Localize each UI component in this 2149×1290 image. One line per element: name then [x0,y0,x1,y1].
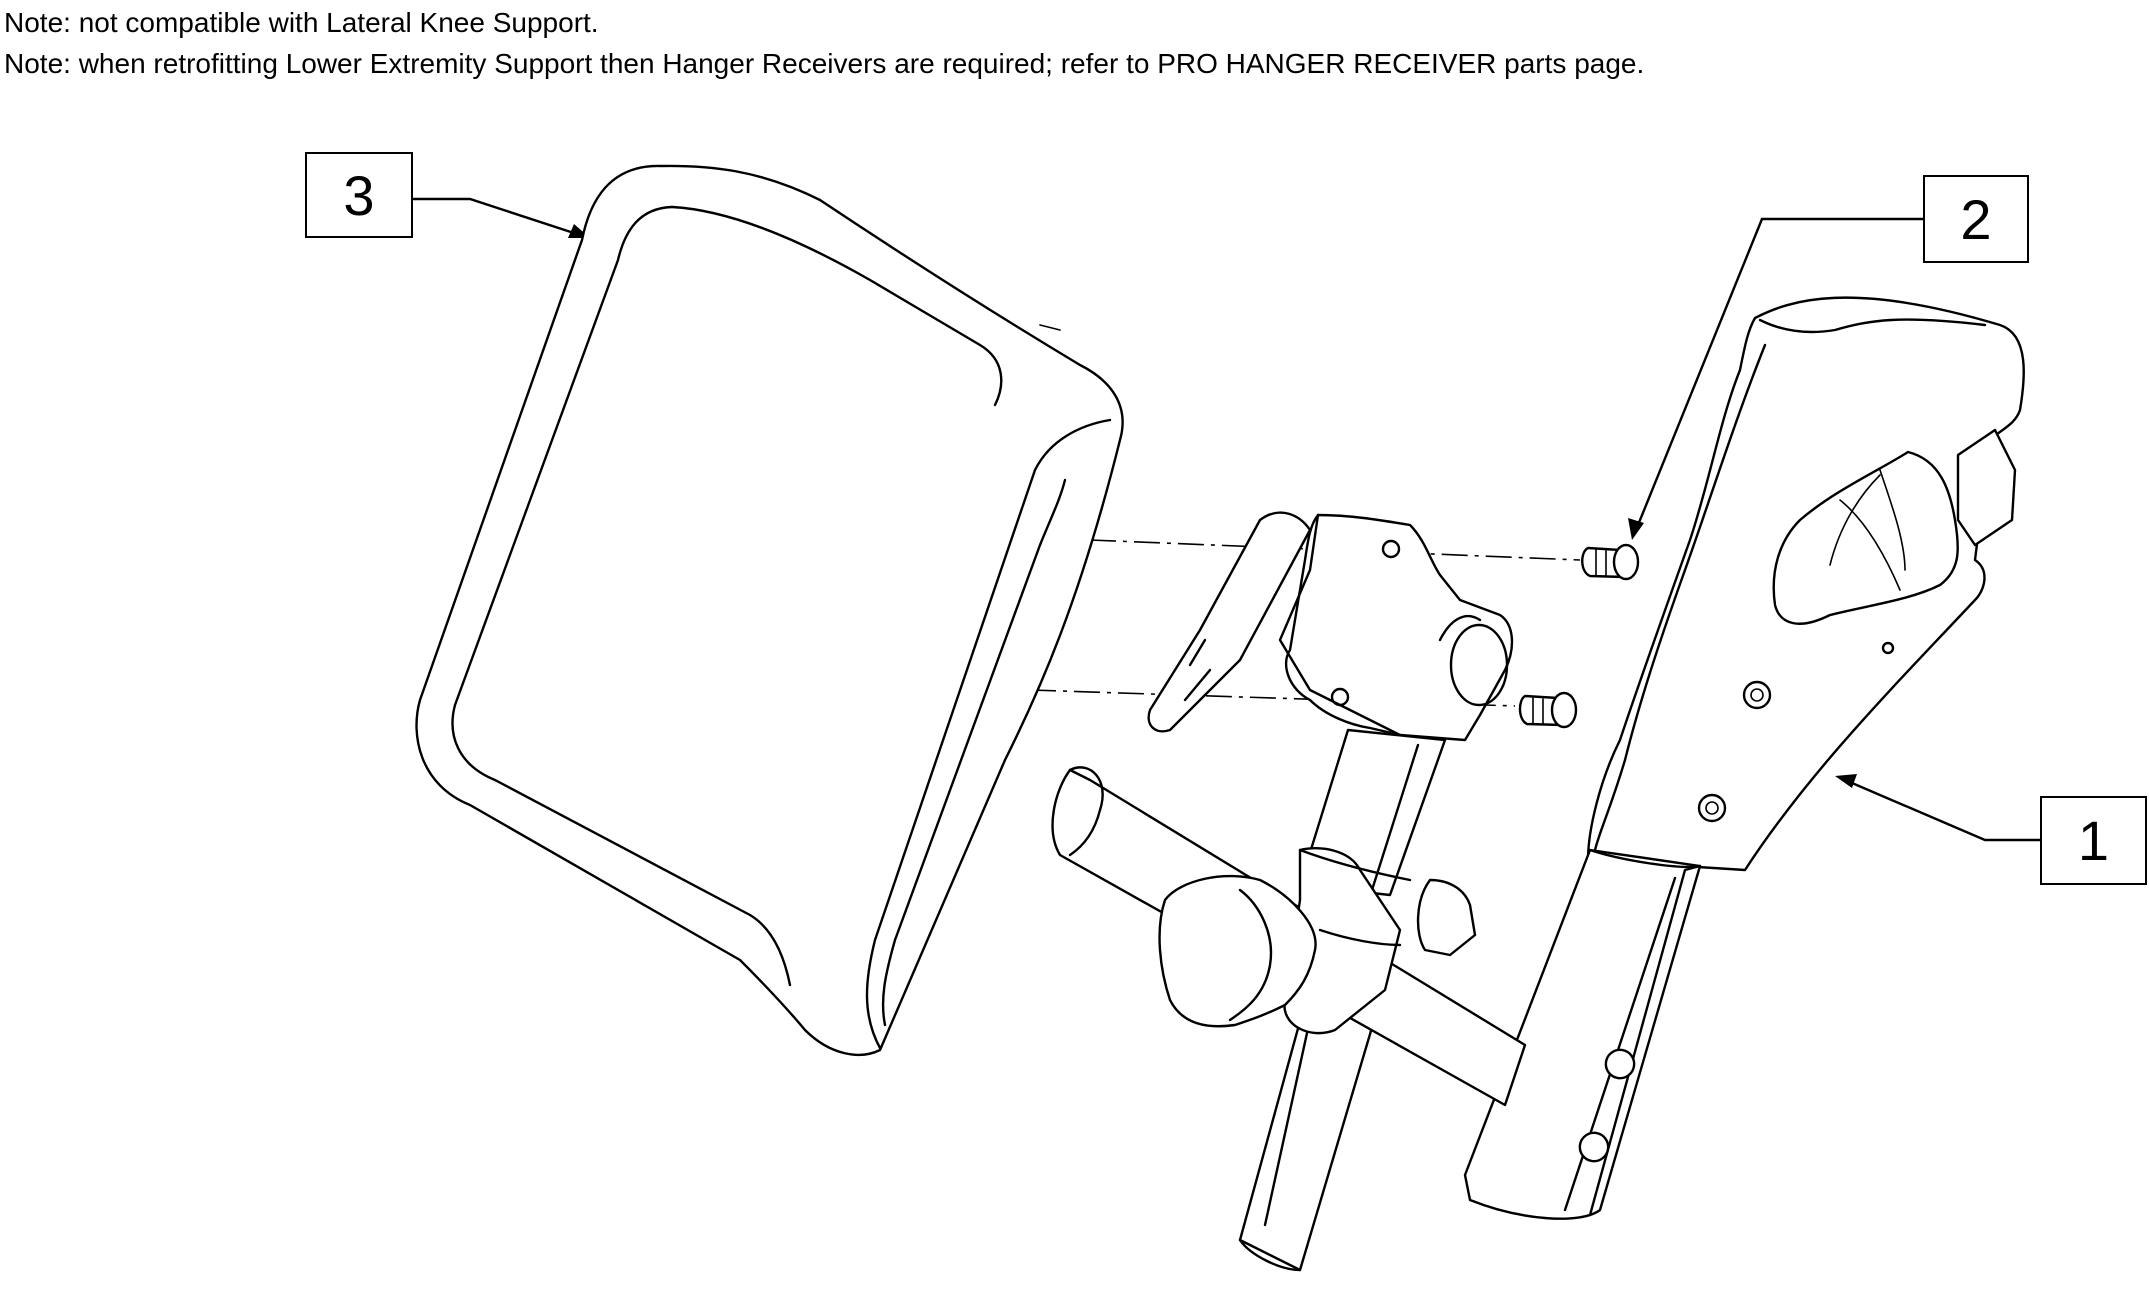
leader-2 [1634,217,1925,531]
note-retrofit: Note: when retrofitting Lower Extremity … [4,48,1645,79]
callout-item-2: 2 [1923,175,2029,263]
knee-pad-part [415,164,1124,1057]
hanger-bracket-part [1463,296,2025,1220]
note-compatibility: Note: not compatible with Lateral Knee S… [4,7,599,38]
leader-3 [412,197,584,238]
leader-lines [412,197,2040,842]
screw-parts [1518,543,1640,729]
leader-1 [1844,778,2040,842]
callout-item-3: 3 [305,152,413,238]
notes-block: Note: not compatible with Lateral Knee S… [4,2,1644,84]
clamp-assembly [1051,511,1527,1272]
callout-item-1: 1 [2040,796,2147,885]
